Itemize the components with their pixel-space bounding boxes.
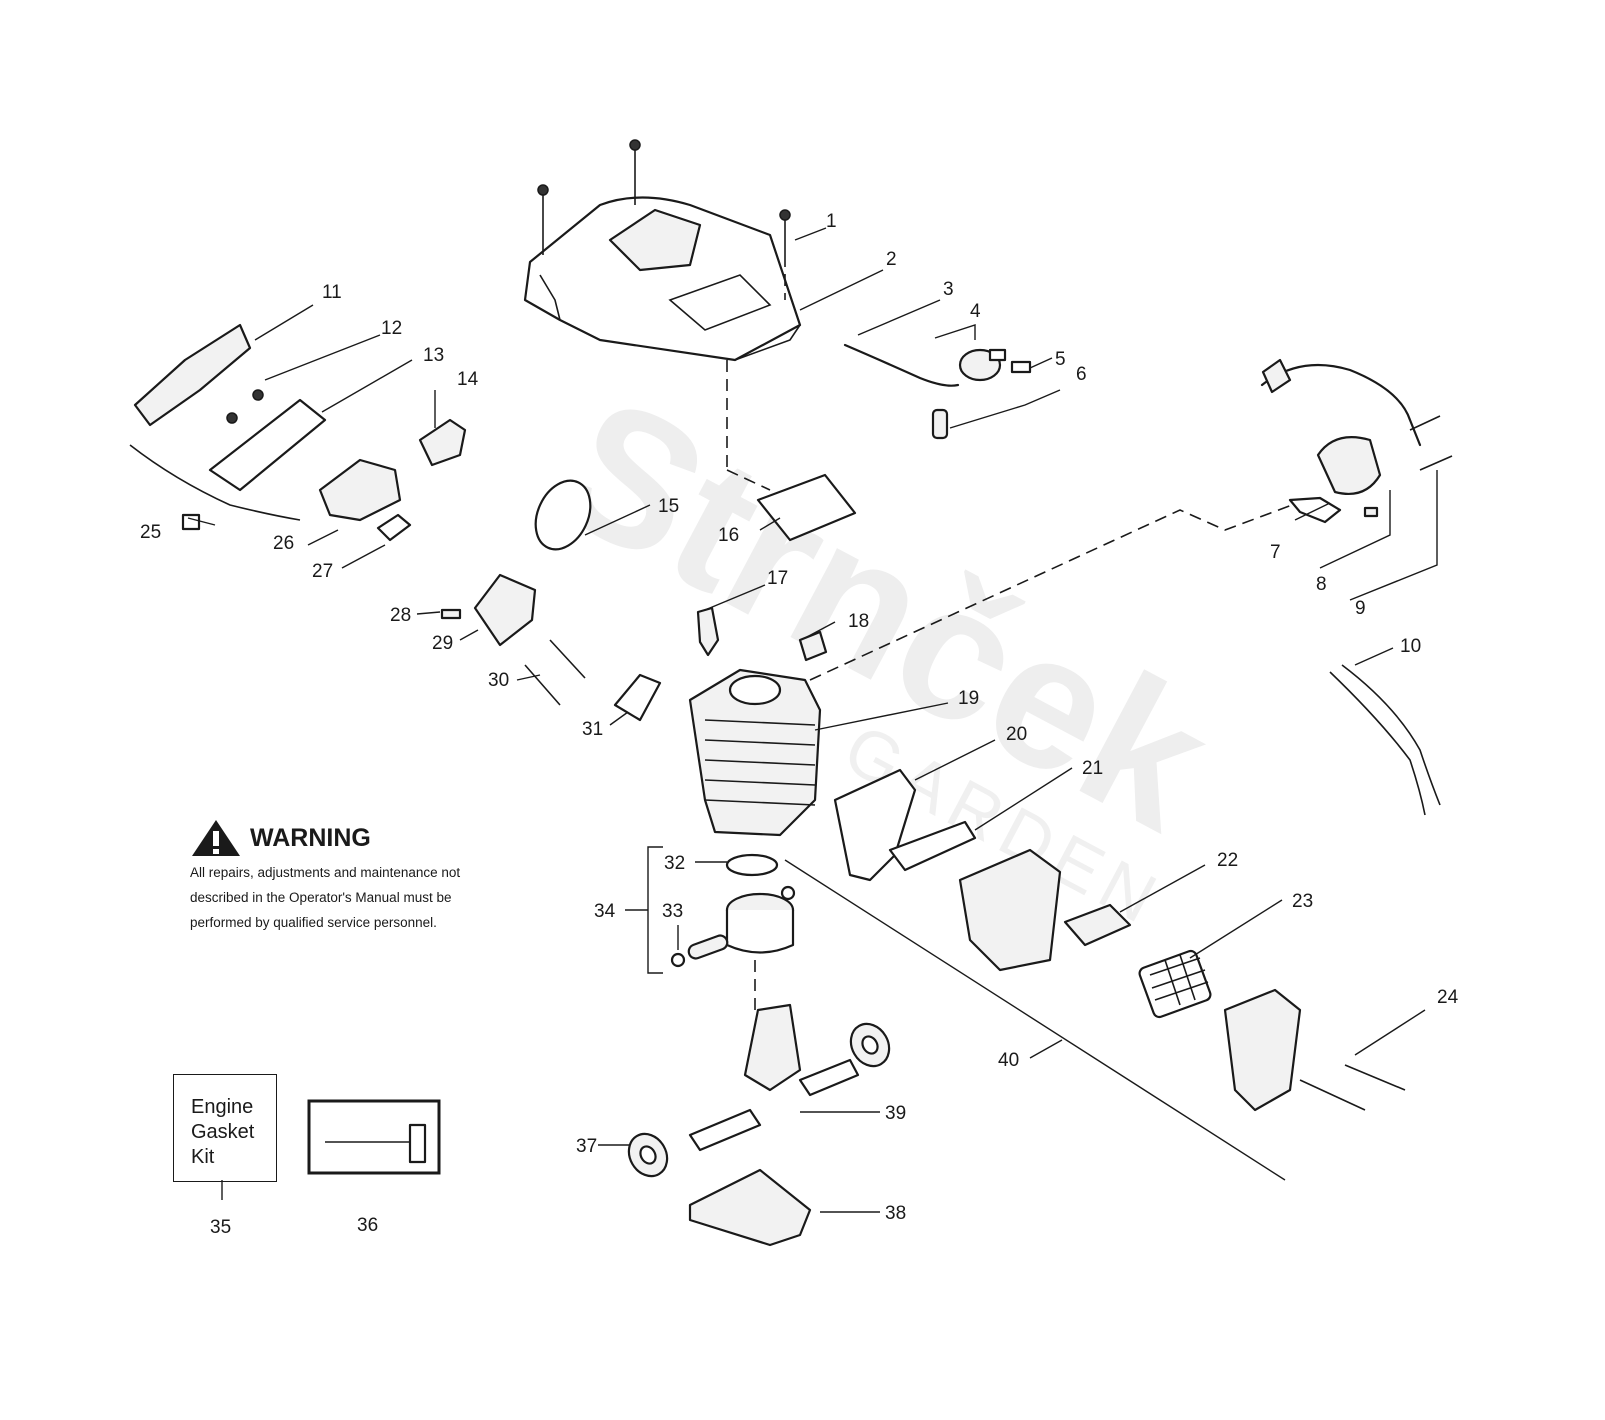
muffler-cover-part [1223,988,1302,1112]
spark-plug-cap-part [798,630,828,662]
callout-11: 11 [322,282,342,303]
callout-25: 25 [140,522,161,543]
callout-3: 3 [943,279,954,300]
callout-4: 4 [970,301,981,322]
ignition-bolt-part [1409,415,1441,431]
warning-title: WARNING [250,823,371,852]
callout-32: 32 [664,853,685,874]
crankshaft-part [688,1003,860,1152]
kit-line-2: Gasket [191,1121,255,1143]
callout-14: 14 [457,369,479,390]
manifold-screw-part [440,608,462,620]
decal-part [756,473,857,542]
callout-40: 40 [998,1050,1019,1071]
callout-19: 19 [958,688,979,709]
muffler-gasket-part [888,820,977,872]
callout-26: 26 [273,533,294,554]
fuel-filter-part [931,408,949,440]
impulse-hose-part [843,343,960,387]
callout-6: 6 [1076,364,1087,385]
crank-seal-part [627,1132,669,1178]
callout-30: 30 [488,670,509,691]
warning-text: All repairs, adjustments and maintenance… [190,865,461,930]
circlip-part [670,952,686,968]
leader-lines [187,227,1438,1213]
crank-bearing-part [849,1022,891,1068]
piston-pin-part [687,934,729,960]
cylinder-screw-part-2 [549,639,586,679]
callout-35: 35 [210,1217,231,1238]
callout-16: 16 [718,525,739,546]
callout-8: 8 [1316,574,1327,595]
cylinder-part [688,668,822,837]
callout-36: 36 [357,1215,378,1236]
carburetor-part [129,444,402,522]
kit-line-1: Engine [191,1096,254,1118]
spark-arrestor-plate-part [1063,903,1132,947]
callout-9: 9 [1355,598,1366,619]
warning-notice: WARNING All repairs, adjustments and mai… [190,818,530,935]
callout-29: 29 [432,633,453,654]
callout-1: 1 [826,211,837,232]
callout-38: 38 [885,1203,906,1224]
callout-28: 28 [390,605,411,626]
cylinder-screw-part [524,664,561,706]
callout-15: 15 [658,496,679,517]
cover-screws [537,139,791,491]
callout-13: 13 [423,345,444,366]
callout-2: 2 [886,249,897,270]
fuel-tank-vent-part [958,348,1007,382]
callout-17: 17 [767,568,788,589]
callout-21: 21 [1082,758,1103,779]
warning-triangle-icon [192,820,240,856]
engine-gasket-kit-box: Engine Gasket Kit [173,1074,277,1182]
callout-5: 5 [1055,349,1066,370]
carb-nut-part [181,513,201,531]
callout-7: 7 [1270,542,1281,563]
air-filter-part [133,323,252,427]
callout-12: 12 [381,318,402,339]
cylinder-cover-part [523,196,802,362]
callout-24: 24 [1437,987,1459,1008]
piston-ring-part [725,853,779,877]
callout-20: 20 [1006,724,1027,745]
vent-clip-part [1010,360,1032,374]
ignition-screw-part [1363,506,1379,518]
muffler-bolt-part [1344,1064,1406,1091]
intake-manifold-part [473,573,537,647]
circlip-part-2 [780,885,796,901]
callout-34: 34 [594,901,616,922]
muffler-bolt-part-2 [1299,1079,1366,1111]
piston-part [725,892,795,954]
warning-heading: WARNING [190,818,530,858]
intake-boot-part [534,479,592,551]
callout-31: 31 [582,719,603,740]
callout-22: 22 [1217,850,1238,871]
intake-elbow-part [418,418,467,467]
spark-arrestor-screen-part [1138,949,1212,1019]
callout-39: 39 [885,1103,906,1124]
callout-10: 10 [1400,636,1421,657]
callout-labels: 1 2 3 4 5 6 7 8 9 10 11 12 13 14 15 16 1… [140,211,1459,1238]
ignition-module-part [1260,358,1422,496]
callout-33: 33 [662,901,683,922]
ignition-bolt-part-2 [1419,455,1453,471]
tool-box [307,1099,441,1175]
kit-line-3: Kit [191,1146,215,1168]
assembly-bracket-40 [784,859,1286,1181]
bracket-34 [647,846,663,974]
ignition-wire-part [1329,664,1441,816]
callout-27: 27 [312,561,333,582]
callout-18: 18 [848,611,869,632]
carb-mount-plate-part [208,389,327,492]
muffler-body-part [958,848,1062,972]
crankcase-half-part [688,1168,812,1247]
intake-gasket-part [613,673,662,722]
callout-37: 37 [576,1136,597,1157]
carb-gasket-part [376,513,412,542]
callout-23: 23 [1292,891,1313,912]
